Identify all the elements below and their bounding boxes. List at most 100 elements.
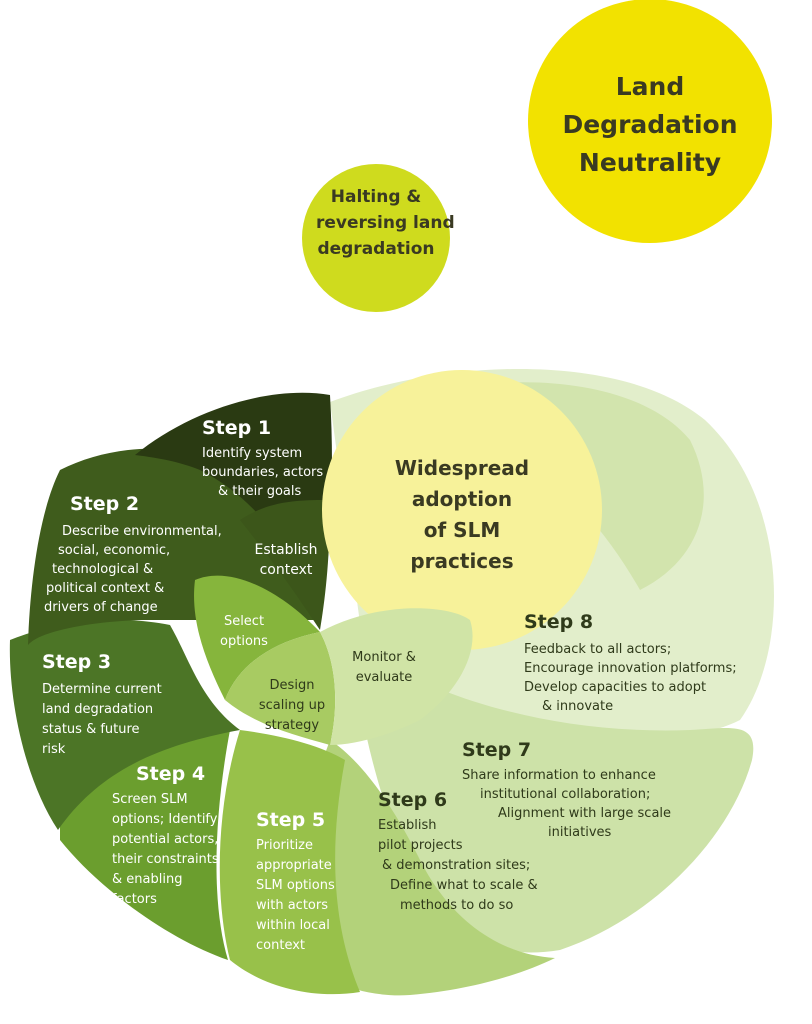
step3-line-4: risk <box>42 742 66 757</box>
outcome-line-1: Halting & <box>330 187 422 207</box>
step5-title: Step 5 <box>256 809 326 831</box>
step7-title: Step 7 <box>462 739 532 761</box>
center-line-4: practices <box>410 549 514 573</box>
phase-design-line-1: Design <box>269 678 315 693</box>
step6-block: Step 6 Establish pilot projects & demons… <box>378 788 558 916</box>
phase-select-line-1: Select <box>223 614 265 629</box>
step2-line-5: drivers of change <box>44 600 158 615</box>
step8-block: Step 8 Feedback to all actors; Encourage… <box>524 610 754 716</box>
outcome-label: Halting & reversing land degradation <box>316 184 455 262</box>
step7-line-1: Share information to enhance <box>462 768 656 783</box>
step7-text: Share information to enhance institution… <box>462 766 682 842</box>
center-label: Widespread adoption of SLM practices <box>372 453 552 577</box>
step5-line-2: appropriate <box>256 858 332 873</box>
step6-line-1: Establish <box>378 818 437 833</box>
outcome-line-2: reversing land <box>316 213 455 233</box>
step7-petal <box>350 640 754 953</box>
step4-line-5: & enabling <box>112 872 183 887</box>
monitor-evaluate-arrow <box>320 608 473 745</box>
center-line-3: of SLM <box>423 518 501 542</box>
step5-line-3: SLM options <box>256 878 335 893</box>
step6-line-3: & demonstration sites; <box>382 858 531 873</box>
phase-establish-line-2: context <box>259 562 313 578</box>
step3-block: Step 3 Determine current land degradatio… <box>42 650 202 760</box>
step1-title: Step 1 <box>202 417 272 439</box>
phase-select-options: Select options <box>208 612 280 652</box>
step7-line-3: Alignment with large scale <box>498 806 672 821</box>
step7-block: Step 7 Share information to enhance inst… <box>462 738 682 842</box>
phase-design-line-3: strategy <box>264 718 320 733</box>
phase-establish-line-1: Establish <box>254 542 318 558</box>
step1-line-2: boundaries, actors <box>202 465 324 480</box>
step2-line-1: Describe environmental, <box>62 524 222 539</box>
step8-line-4: & innovate <box>542 699 614 714</box>
step8-line-1: Feedback to all actors; <box>524 642 672 657</box>
step8-text: Feedback to all actors; Encourage innova… <box>524 640 754 716</box>
step1-block: Step 1 Identify system boundaries, actor… <box>202 416 352 501</box>
step5-line-4: with actors <box>256 898 328 913</box>
goal-line-1: Land <box>615 72 685 101</box>
step2-title: Step 2 <box>70 493 140 515</box>
step4-line-6: factors <box>112 892 157 907</box>
step7-line-4: initiatives <box>548 825 612 840</box>
center-line-1: Widespread <box>394 456 530 480</box>
phase-monitor-line-2: evaluate <box>355 670 413 685</box>
step4-petal <box>60 730 230 960</box>
step8-title: Step 8 <box>524 611 594 633</box>
step5-petal <box>219 730 360 995</box>
step3-line-3: status & future <box>42 722 140 737</box>
step4-line-3: potential actors, <box>112 832 219 847</box>
design-strategy-arrow <box>225 632 336 745</box>
phase-monitor-line-1: Monitor & <box>352 650 416 665</box>
step5-line-5: within local <box>256 918 330 933</box>
step3-title: Step 3 <box>42 651 112 673</box>
step4-line-1: Screen SLM <box>112 792 188 807</box>
step6-line-2: pilot projects <box>378 838 463 853</box>
step2-line-3: technological & <box>52 562 154 577</box>
step5-line-1: Prioritize <box>256 838 314 853</box>
select-options-arrow <box>194 575 320 700</box>
step4-line-4: their constraints <box>112 852 219 867</box>
step2-block: Step 2 Describe environmental, social, e… <box>44 492 244 617</box>
step5-line-6: context <box>256 938 305 953</box>
goal-label: Land Degradation Neutrality <box>560 68 740 182</box>
phase-design-strategy: Design scaling up strategy <box>252 676 332 736</box>
step1-line-1: Identify system <box>202 446 303 461</box>
step8-line-3: Develop capacities to adopt <box>524 680 707 695</box>
step6-text: Establish pilot projects & demonstration… <box>378 816 558 916</box>
step3-line-1: Determine current <box>42 682 162 697</box>
step5-block: Step 5 Prioritize appropriate SLM option… <box>256 808 366 956</box>
phase-design-line-2: scaling up <box>258 698 326 713</box>
step6-title: Step 6 <box>378 789 448 811</box>
step1-petal <box>135 392 332 625</box>
step2-line-4: political context & <box>46 581 165 596</box>
phase-monitor-evaluate: Monitor & evaluate <box>344 648 424 688</box>
step2-text: Describe environmental, social, economic… <box>44 522 244 617</box>
step7-line-2: institutional collaboration; <box>480 787 651 802</box>
center-circle <box>322 370 602 650</box>
step4-title: Step 4 <box>136 763 206 785</box>
step1-text: Identify system boundaries, actors & the… <box>202 444 352 501</box>
step2-line-2: social, economic, <box>58 543 171 558</box>
step4-line-2: options; Identify <box>112 812 218 827</box>
step4-text: Screen SLM options; Identify potential a… <box>112 790 242 910</box>
establish-context-band <box>240 500 330 630</box>
step4-block: Step 4 Screen SLM options; Identify pote… <box>112 762 242 910</box>
step3-text: Determine current land degradation statu… <box>42 680 202 760</box>
center-line-2: adoption <box>411 487 513 511</box>
goal-circle <box>528 0 772 243</box>
outcome-line-3: degradation <box>317 239 435 259</box>
step6-petal <box>296 740 555 996</box>
step3-petal <box>9 620 241 830</box>
step8-line-2: Encourage innovation platforms; <box>524 661 737 676</box>
step5-text: Prioritize appropriate SLM options with … <box>256 836 366 956</box>
step3-line-2: land degradation <box>42 702 154 717</box>
goal-line-2: Degradation <box>562 110 738 139</box>
step1-line-3: & their goals <box>218 484 302 499</box>
outcome-circle <box>302 164 450 312</box>
step6-line-5: methods to do so <box>400 898 514 913</box>
goal-line-3: Neutrality <box>578 148 722 177</box>
step6-line-4: Define what to scale & <box>390 878 538 893</box>
